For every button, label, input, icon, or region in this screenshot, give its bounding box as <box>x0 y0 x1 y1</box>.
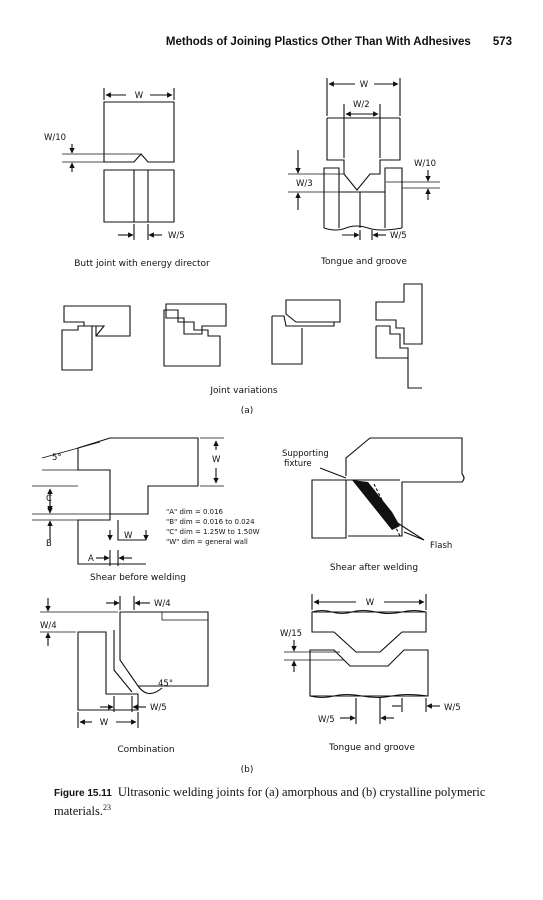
sb-note-3: "C" dim = 1.25W to 1.50W <box>166 528 260 536</box>
combination-drawing <box>40 596 209 728</box>
tg2-dim-w: W <box>366 598 375 608</box>
tg-dim-w5: W/5 <box>390 231 407 241</box>
part-b-label: (b) <box>241 765 254 775</box>
caption-ref: 23 <box>102 803 111 812</box>
sa-flash: Flash <box>430 541 452 551</box>
sa-support-2: fixture <box>284 459 312 469</box>
joint-variations-drawing <box>61 283 423 389</box>
sb-dim-a: A <box>88 554 94 564</box>
tongue-groove-b-title: Tongue and groove <box>328 743 415 753</box>
sb-dim-c: C <box>46 494 52 504</box>
sb-dim-b: B <box>46 539 52 549</box>
comb-dim-base: W/5 <box>150 703 167 713</box>
page-number: 573 <box>492 36 512 48</box>
butt-joint-title: Butt joint with energy director <box>74 259 210 269</box>
comb-dim-left: W/4 <box>40 621 57 631</box>
figure-number: Figure 15.11 <box>54 788 112 799</box>
comb-dim-w: W <box>100 718 109 728</box>
joint-variations-title: Joint variations <box>209 386 278 396</box>
tg2-dim-height: W/15 <box>280 629 302 639</box>
shear-before-drawing <box>32 437 224 566</box>
tongue-groove-title: Tongue and groove <box>320 257 407 267</box>
combination-title: Combination <box>117 745 174 755</box>
butt-joint-drawing <box>62 88 175 240</box>
sb-dim-inner-w: W <box>124 531 133 541</box>
running-head: Methods of Joining Plastics Other Than W… <box>0 36 512 48</box>
tg2-dim-right: W/5 <box>444 703 461 713</box>
figure-labels: W W/10 W/5 Butt joint with energy direct… <box>40 80 461 775</box>
sb-dim-w: W <box>212 455 221 465</box>
butt-dim-w: W <box>135 91 144 101</box>
sb-note-1: "A" dim = 0.016 <box>166 508 224 516</box>
sb-note-4: "W" dim = general wall <box>166 538 248 546</box>
sa-support-1: Supporting <box>282 449 329 459</box>
tg-dim-w2: W/2 <box>353 100 370 110</box>
shear-after-title: Shear after welding <box>330 563 418 573</box>
sb-note-2: "B" dim = 0.016 to 0.024 <box>166 518 255 526</box>
header-title: Methods of Joining Plastics Other Than W… <box>165 36 471 48</box>
tg-dim-w: W <box>360 80 369 90</box>
comb-dim-top: W/4 <box>154 599 171 609</box>
sb-angle: 5° <box>52 453 62 463</box>
butt-dim-w10: W/10 <box>44 133 66 143</box>
part-a-label: (a) <box>241 406 254 416</box>
shear-after-drawing <box>311 437 465 541</box>
tongue-groove-b-drawing <box>284 594 440 724</box>
tg-dim-w3: W/3 <box>296 179 313 189</box>
butt-dim-w5: W/5 <box>168 231 185 241</box>
tg2-dim-left: W/5 <box>318 715 335 725</box>
shear-before-title: Shear before welding <box>90 573 186 583</box>
comb-angle: 45° <box>158 679 173 689</box>
tongue-groove-drawing <box>288 78 440 240</box>
caption-text: Ultrasonic welding joints for (a) amorph… <box>54 785 486 819</box>
tg-dim-w10: W/10 <box>414 159 436 169</box>
